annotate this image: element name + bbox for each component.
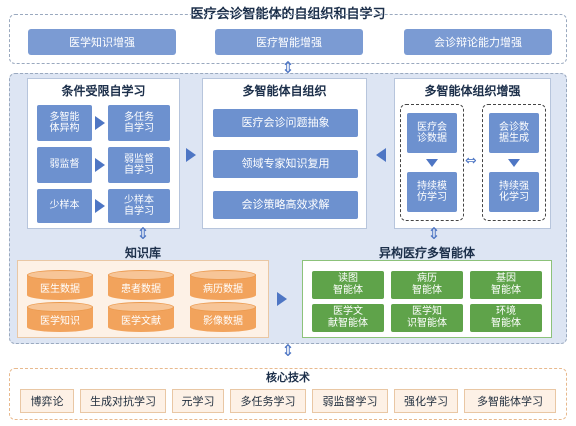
heterogeneous-agents-title: 异构医疗多智能体: [378, 246, 475, 260]
updown-arrow-icon: ⇕: [281, 58, 295, 77]
multitask-learning-box: 多任务 自学习: [108, 105, 170, 141]
core-tech-item: 多智能体学习: [464, 389, 556, 413]
kb-item: 病历数据: [203, 284, 243, 295]
reinforcement-learning-box: 持续强 化学习: [489, 172, 539, 212]
core-tech-title: 核心技术: [266, 371, 310, 384]
enhancement-medical-intelligence: 医疗智能增强: [215, 29, 363, 55]
core-tech-item: 弱监督学习: [312, 389, 388, 413]
enhancement-medical-knowledge: 医学知识增强: [28, 29, 176, 55]
agent-environment: 环境 智能体: [470, 304, 542, 332]
cylinder-image-data: 影像数据: [190, 302, 256, 332]
top-enhancement-band: [9, 14, 567, 64]
agent-medical-knowledge: 医学知 识智能体: [391, 304, 463, 332]
updown-arrow-icon: ⇕: [427, 224, 441, 243]
few-shot-box: 少样本: [37, 189, 92, 223]
updown-arrow-icon: ⇕: [281, 341, 295, 360]
cylinder-medical-literature: 医学文献: [108, 302, 174, 332]
kb-item: 影像数据: [203, 316, 243, 327]
core-tech-item: 多任务学习: [230, 389, 306, 413]
core-tech-item: 元学习: [172, 389, 224, 413]
arrow-right-icon: [95, 116, 105, 130]
problem-abstraction-box: 医疗会诊问题抽象: [213, 109, 358, 137]
weak-supervision-learning-box: 弱监督 自学习: [108, 147, 170, 183]
arrow-right-icon: [277, 292, 287, 306]
agent-gene: 基因 智能体: [470, 271, 542, 299]
cylinder-medical-knowledge: 医学知识: [27, 302, 93, 332]
data-generation-box: 会诊数 据生成: [489, 113, 539, 153]
few-shot-learning-box: 少样本 自学习: [108, 189, 170, 223]
arrow-down-icon: [508, 159, 520, 167]
agent-image-reading: 读图 智能体: [312, 271, 384, 299]
arrow-right-icon: [95, 158, 105, 172]
cylinder-patient-data: 患者数据: [108, 270, 174, 300]
kb-item: 医学知识: [40, 316, 80, 327]
cylinder-record-data: 病历数据: [190, 270, 256, 300]
kb-item: 患者数据: [121, 284, 161, 295]
arrow-down-icon: [426, 159, 438, 167]
core-tech-item: 强化学习: [394, 389, 458, 413]
enhancement-debate-ability: 会诊辩论能力增强: [404, 29, 552, 55]
constrained-learning-title: 条件受限自学习: [61, 84, 146, 98]
arrow-right-icon: [186, 148, 196, 162]
org-enhancement-title: 多智能体组织增强: [424, 84, 521, 98]
self-organization-title: 多智能体自组织: [242, 84, 327, 98]
consultation-data-box: 医疗会 诊数据: [407, 113, 457, 153]
core-tech-item: 博弈论: [20, 389, 74, 413]
arrow-right-icon: [95, 199, 105, 213]
arrow-left-icon: [376, 148, 386, 162]
kb-item: 医生数据: [40, 284, 80, 295]
expert-knowledge-reuse-box: 领域专家知识复用: [213, 150, 358, 178]
updown-arrow-icon: ⇕: [136, 224, 150, 243]
weak-supervision-box: 弱监督: [37, 147, 92, 183]
agent-medical-literature: 医学文 献智能体: [312, 304, 384, 332]
kb-item: 医学文献: [121, 316, 161, 327]
imitation-learning-box: 持续模 仿学习: [407, 172, 457, 212]
core-tech-item: 生成对抗学习: [80, 389, 166, 413]
cylinder-doctor-data: 医生数据: [27, 270, 93, 300]
knowledge-base-title: 知识库: [124, 246, 161, 260]
heterogeneous-agents-box: 多智能 体异构: [37, 105, 92, 141]
agent-medical-record: 病历 智能体: [391, 271, 463, 299]
bidirectional-arrow-icon: ⇔: [465, 153, 477, 169]
strategy-solving-box: 会诊策略高效求解: [213, 191, 358, 219]
